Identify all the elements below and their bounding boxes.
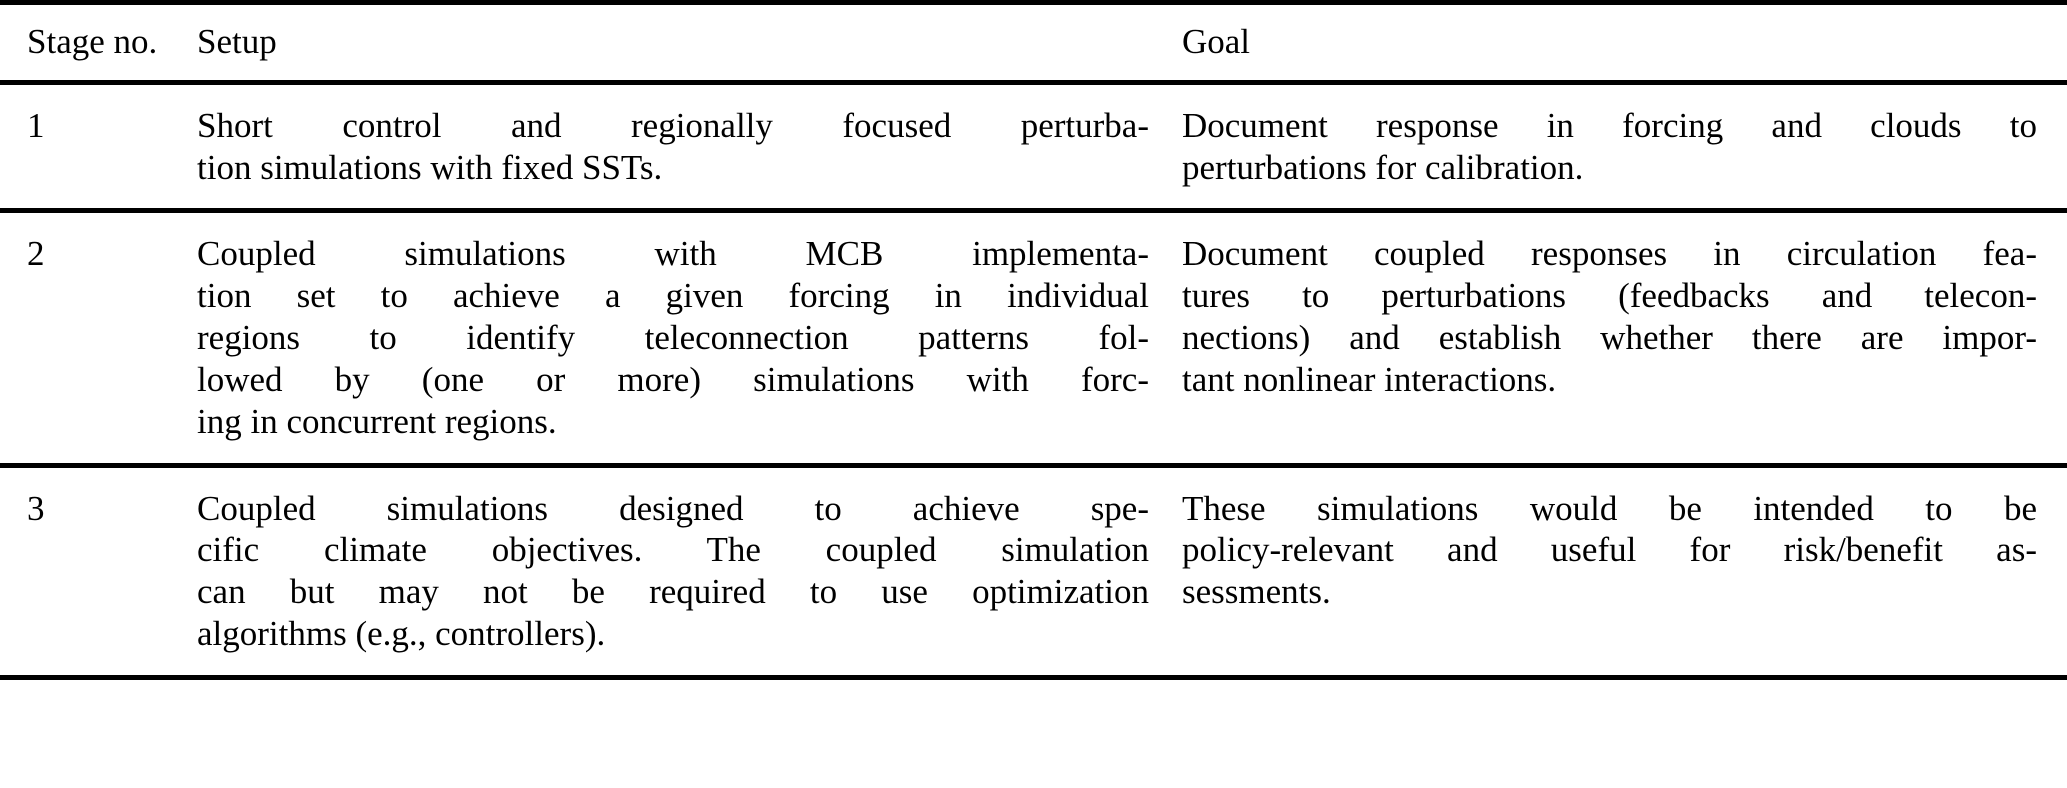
text-line: tures to perturbations (feedbacks and te…: [1182, 276, 2037, 316]
table-row: 2 Coupled simulations with MCB implement…: [0, 211, 2067, 465]
text-line: tant nonlinear interactions.: [1182, 359, 1557, 399]
cell-stage-number: 2: [27, 234, 45, 274]
text-line: cific climate objectives. The coupled si…: [197, 530, 1149, 570]
setup-paragraph: Coupled simulations designed to achieve …: [197, 488, 1149, 655]
cell-setup-text: Coupled simulations with MCB implementa-…: [197, 211, 1182, 465]
text-line: ing in concurrent regions.: [197, 401, 557, 441]
cell-goal-text: These simulations would be intended to b…: [1182, 465, 2067, 677]
text-line: Document coupled responses in circulatio…: [1182, 234, 2037, 274]
table-row: 3 Coupled simulations designed to achiev…: [0, 465, 2067, 678]
setup-paragraph: Coupled simulations with MCB implementa-…: [197, 233, 1149, 442]
cell-stage-number: 3: [27, 488, 45, 528]
goal-paragraph: These simulations would be intended to b…: [1182, 488, 2037, 613]
column-header-goal: Goal: [1182, 22, 1251, 61]
text-line: sessments.: [1182, 572, 1331, 612]
text-line: policy-relevant and useful for risk/bene…: [1182, 530, 2037, 570]
text-line: algorithms (e.g., controllers).: [197, 613, 606, 653]
text-line: can but may not be required to use optim…: [197, 572, 1149, 612]
text-line: nections) and establish whether there ar…: [1182, 318, 2037, 358]
text-line: Short control and regionally focused per…: [197, 105, 1149, 145]
table-row: 1 Short control and regionally focused p…: [0, 82, 2067, 211]
goal-paragraph: Document response in forcing and clouds …: [1182, 105, 2037, 189]
table-header: Stage no. Setup Goal: [0, 2, 2067, 83]
column-header-setup: Setup: [197, 22, 277, 61]
cell-goal-text: Document response in forcing and clouds …: [1182, 82, 2067, 211]
text-line: tion simulations with fixed SSTs.: [197, 147, 663, 187]
text-line: Coupled simulations with MCB implementa-: [197, 234, 1149, 274]
setup-paragraph: Short control and regionally focused per…: [197, 105, 1149, 189]
text-line: These simulations would be intended to b…: [1182, 488, 2037, 528]
header-row: Stage no. Setup Goal: [0, 2, 2067, 83]
cell-goal-text: Document coupled responses in circulatio…: [1182, 211, 2067, 465]
text-line: Document response in forcing and clouds …: [1182, 105, 2037, 145]
column-header-stage: Stage no.: [27, 22, 158, 61]
text-line: regions to identify teleconnection patte…: [197, 318, 1149, 358]
stages-table: Stage no. Setup Goal 1 Short control and…: [0, 2, 2067, 678]
text-line: lowed by (one or more) simulations with …: [197, 359, 1149, 399]
cell-setup-text: Coupled simulations designed to achieve …: [197, 465, 1182, 677]
goal-paragraph: Document coupled responses in circulatio…: [1182, 233, 2037, 400]
table-body: 1 Short control and regionally focused p…: [0, 82, 2067, 678]
cell-stage-number: 1: [27, 105, 45, 145]
text-line: perturbations for calibration.: [1182, 147, 1584, 187]
text-line: Coupled simulations designed to achieve …: [197, 488, 1149, 528]
cell-setup-text: Short control and regionally focused per…: [197, 82, 1182, 211]
text-line: tion set to achieve a given forcing in i…: [197, 276, 1149, 316]
